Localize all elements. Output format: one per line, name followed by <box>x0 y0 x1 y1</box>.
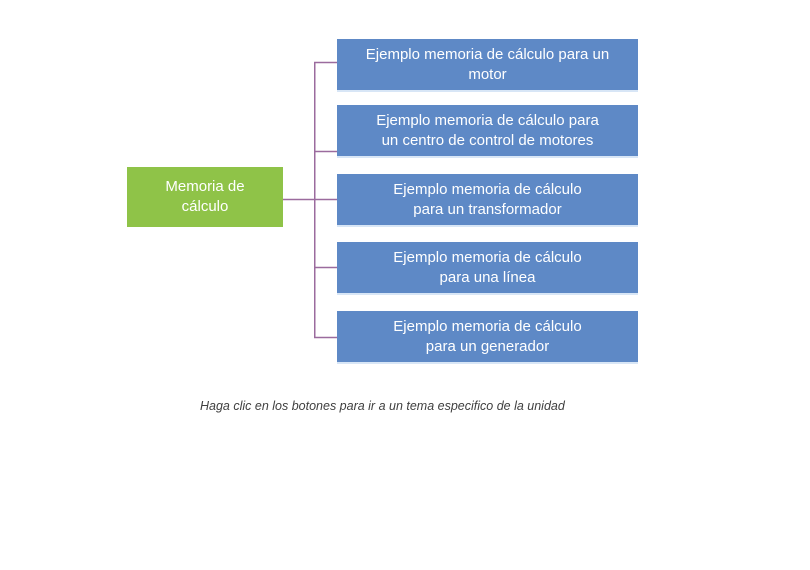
button-label-line: Ejemplo memoria de cálculo <box>393 317 582 335</box>
instruction-caption: Haga clic en los botones para ir a un te… <box>200 399 565 413</box>
button-ejemplo-centro-control-motores[interactable]: Ejemplo memoria de cálculo para un centr… <box>337 105 638 156</box>
button-label-line: Ejemplo memoria de cálculo <box>393 180 582 198</box>
button-label-line: para un transformador <box>413 200 562 218</box>
root-node-label-line: cálculo <box>181 198 229 215</box>
button-ejemplo-linea[interactable]: Ejemplo memoria de cálculo para una líne… <box>337 242 638 293</box>
button-label-line: un centro de control de motores <box>381 131 594 149</box>
button-label-line: Ejemplo memoria de cálculo para <box>376 111 599 129</box>
button-label-line: motor <box>468 65 507 83</box>
root-node-label-line: Memoria de <box>165 178 245 195</box>
button-ejemplo-generador[interactable]: Ejemplo memoria de cálculo para un gener… <box>337 311 638 362</box>
button-ejemplo-transformador[interactable]: Ejemplo memoria de cálculo para un trans… <box>337 174 638 225</box>
button-label-line: para una línea <box>439 268 536 286</box>
button-ejemplo-motor[interactable]: Ejemplo memoria de cálculo para un motor <box>337 39 638 90</box>
button-label-line: Ejemplo memoria de cálculo <box>393 248 582 266</box>
root-node-memoria-de-calculo: Memoria de cálculo <box>127 167 283 227</box>
button-label-line: para un generador <box>425 337 550 355</box>
button-label-line: Ejemplo memoria de cálculo para un <box>365 45 610 63</box>
